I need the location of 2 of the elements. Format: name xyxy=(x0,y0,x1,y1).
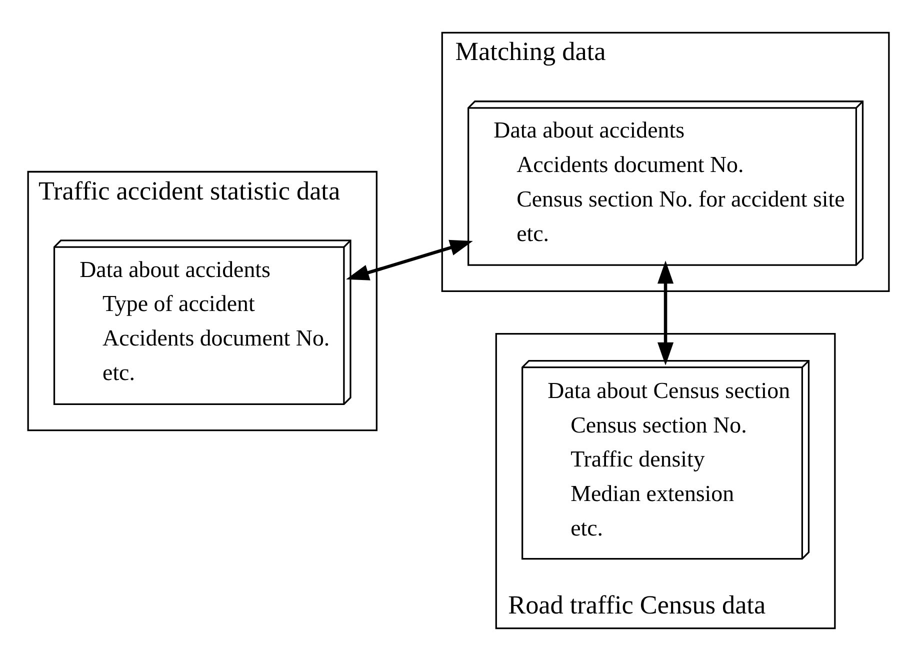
arrow xyxy=(346,240,473,280)
arrow xyxy=(658,260,674,366)
